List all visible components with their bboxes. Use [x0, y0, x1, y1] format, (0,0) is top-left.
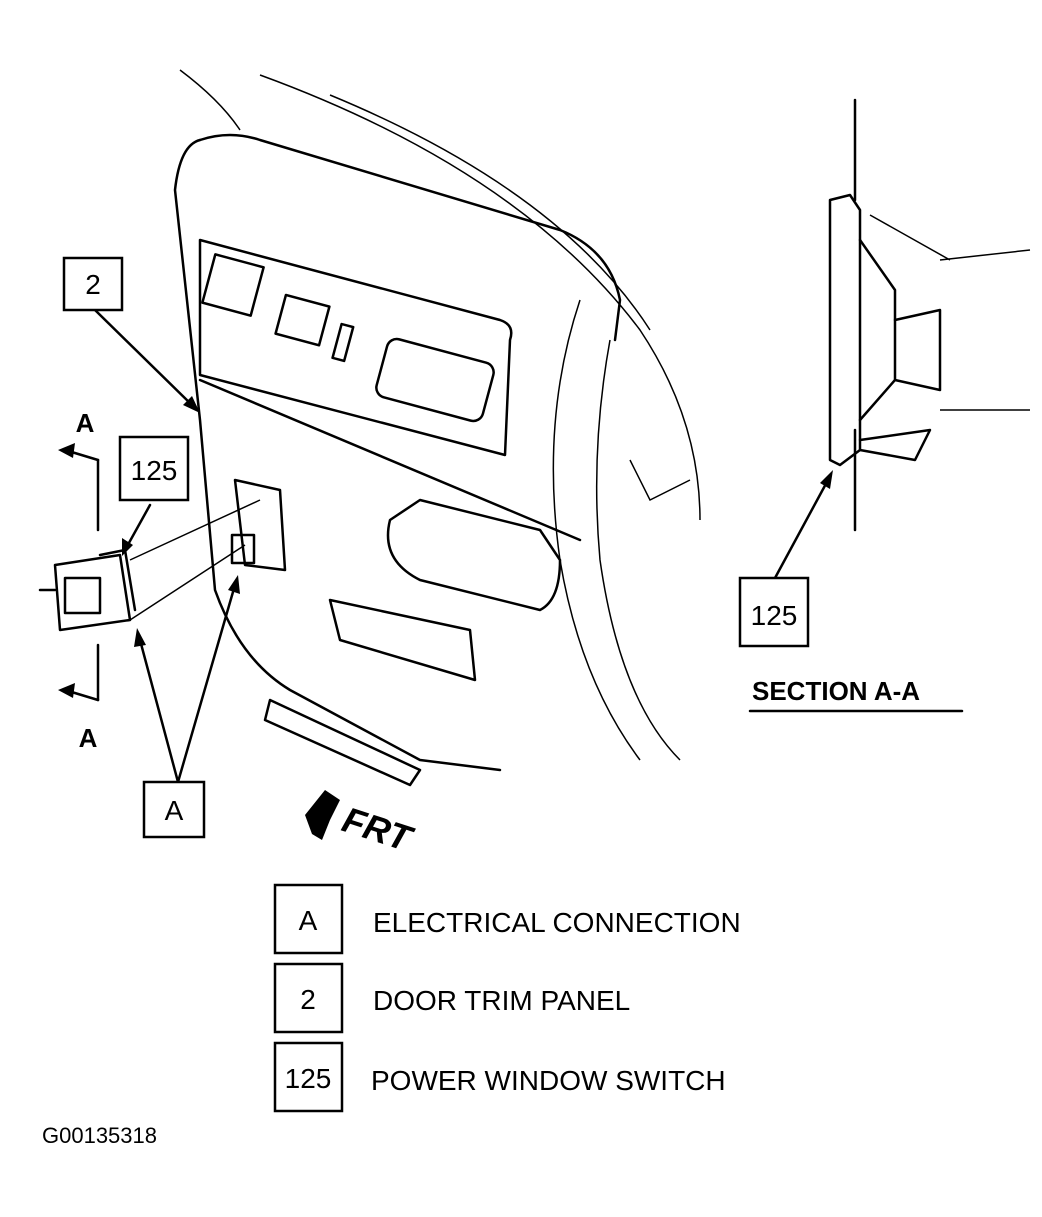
front-arrow-icon — [305, 790, 340, 840]
legend-key: 2 — [300, 984, 316, 1015]
callout-2-box — [62, 256, 124, 312]
front-indicator: FRT — [338, 799, 419, 860]
figure-id: G00135318 — [42, 1123, 157, 1148]
callout-2: 2 — [85, 269, 101, 300]
callout-125-box — [118, 435, 190, 502]
section-title: SECTION A-A — [752, 676, 920, 706]
power-window-switch-drawing — [38, 443, 261, 702]
legend: A ELECTRICAL CONNECTION 2 DOOR TRIM PANE… — [273, 883, 741, 1113]
legend-key-box — [273, 962, 344, 1034]
legend-key-box — [273, 1041, 344, 1113]
callout-a: A — [165, 795, 184, 826]
legend-key: 125 — [285, 1063, 332, 1094]
legend-key-box — [273, 883, 344, 955]
section-marker-top: A — [76, 408, 95, 438]
legend-label: DOOR TRIM PANEL — [373, 985, 630, 1016]
door-panel-drawing — [173, 69, 701, 787]
section-a-a-drawing — [828, 98, 1031, 532]
callout-125: 125 — [131, 455, 178, 486]
legend-key: A — [299, 905, 318, 936]
section-marker-bottom: A — [79, 723, 98, 753]
section-callout-125-box — [738, 576, 810, 648]
legend-label: POWER WINDOW SWITCH — [371, 1065, 726, 1096]
leader-arrows — [93, 308, 833, 784]
callout-a-box — [142, 780, 206, 839]
section-callout-125: 125 — [751, 600, 798, 631]
legend-label: ELECTRICAL CONNECTION — [373, 907, 741, 938]
